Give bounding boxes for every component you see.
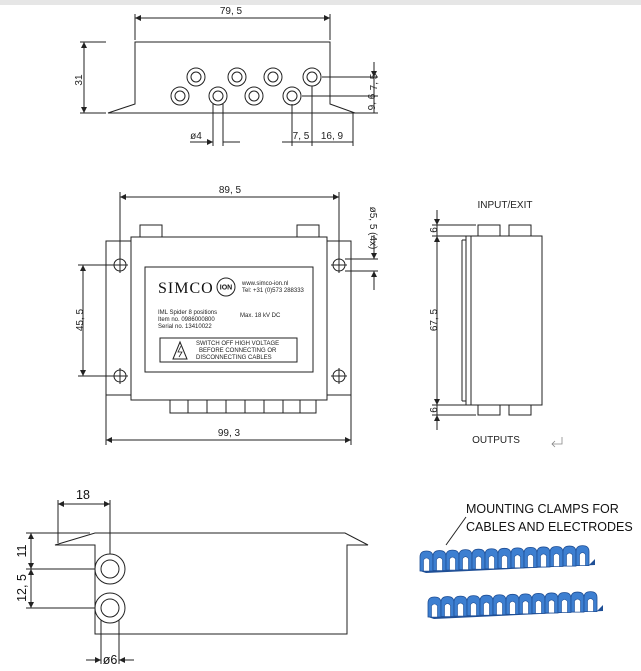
top-hole-dim: ø4 — [190, 131, 202, 142]
clamp-slot — [561, 599, 568, 613]
warning-line-2: BEFORE CONNECTING OR — [199, 348, 277, 354]
label-product: IML Spider 8 positions — [158, 310, 217, 316]
top-right-dim-lower: 9, 6 — [367, 93, 378, 110]
label-tel: Tel: +31 (0)573 288333 — [242, 288, 305, 294]
clamp-slot — [527, 554, 534, 568]
label-website: www.simco-ion.nl — [241, 281, 288, 287]
clamp-slot — [566, 552, 573, 567]
clamp-slot — [470, 602, 477, 616]
clamp-slot — [496, 601, 503, 616]
clamp-slot — [574, 598, 581, 613]
side-view-body — [465, 235, 543, 406]
side-output-label: OUTPUTS — [472, 435, 520, 446]
clamp-slot — [431, 603, 438, 618]
clamp-slot — [548, 599, 555, 614]
front-view — [78, 192, 378, 445]
label-brand-ion: ION — [220, 285, 232, 292]
warning-line-3: DISCONNECTING CABLES — [196, 355, 272, 361]
label-serial: Serial no. 13410022 — [158, 324, 212, 330]
clamps-caption: MOUNTING CLAMPS FOR CABLES AND ELECTRODE… — [445, 502, 633, 546]
clamps-caption-line2: CABLES AND ELECTRODES — [466, 520, 633, 534]
side-dim-top: 6 — [429, 227, 440, 233]
label-item: Item no. 0986000800 — [158, 317, 215, 323]
label-max: Max. 18 kV DC — [240, 313, 281, 319]
clamp-slot — [457, 602, 464, 617]
clamp-slot — [423, 557, 430, 572]
detail-hole-dim: ø6 — [103, 653, 118, 667]
clamps-caption-line1: MOUNTING CLAMPS FOR — [466, 502, 619, 516]
clamp-slot — [579, 552, 586, 566]
clamp-strip-lower — [427, 591, 603, 619]
top-view-holes — [170, 67, 322, 106]
top-view — [80, 14, 378, 146]
front-mount-hole-dim: ø5, 5 (4x) — [367, 207, 378, 250]
side-view — [432, 210, 543, 430]
clamp-slot — [462, 556, 469, 570]
top-right-dim-upper: 7, 5 — [369, 73, 380, 90]
clamp-slot — [540, 553, 547, 568]
side-dim-bottom: 6 — [429, 407, 440, 413]
detail-dim-11: 11 — [15, 544, 29, 557]
detail-view — [26, 500, 369, 664]
top-edge-dim: 16, 9 — [321, 131, 344, 142]
side-input-label: INPUT/EXIT — [477, 200, 532, 211]
clamp-slot — [483, 601, 490, 616]
clamp-slot — [475, 555, 482, 570]
clamp-slot — [509, 601, 516, 615]
warning-box — [159, 337, 298, 363]
clamp-strip-upper — [419, 545, 595, 573]
top-view-outline — [107, 41, 356, 114]
clamp-slot — [587, 598, 594, 612]
clamp-slot — [501, 555, 508, 569]
top-strip — [0, 0, 641, 5]
return-arrow-icon — [551, 437, 563, 448]
clamp-slot — [488, 555, 495, 570]
clamp-slot — [553, 553, 560, 567]
lightning-icon — [177, 345, 183, 358]
clamp-slot — [436, 557, 443, 571]
top-height-dim: 31 — [74, 74, 85, 86]
front-overall-dim: 99, 3 — [218, 428, 241, 439]
label-plate — [144, 266, 314, 373]
clamp-slot — [444, 603, 451, 617]
detail-dim-12-5: 12, 5 — [15, 574, 29, 602]
top-width-dim: 79, 5 — [220, 6, 243, 17]
clamp-slot — [522, 600, 529, 615]
warning-line-1: SWITCH OFF HIGH VOLTAGE — [196, 341, 279, 347]
front-hole-spacing-dim: 45, 5 — [75, 308, 86, 331]
front-width-dim: 89, 5 — [219, 185, 242, 196]
side-dim-mid: 67, 5 — [429, 308, 440, 331]
detail-view-outline — [54, 532, 369, 635]
clamp-slot — [514, 554, 521, 569]
clamp-slot — [449, 556, 456, 571]
detail-width-dim: 18 — [76, 488, 90, 502]
label-brand: SIMCO — [158, 280, 214, 297]
clamp-slot — [535, 600, 542, 614]
top-spacing-dim: 7, 5 — [293, 131, 310, 142]
